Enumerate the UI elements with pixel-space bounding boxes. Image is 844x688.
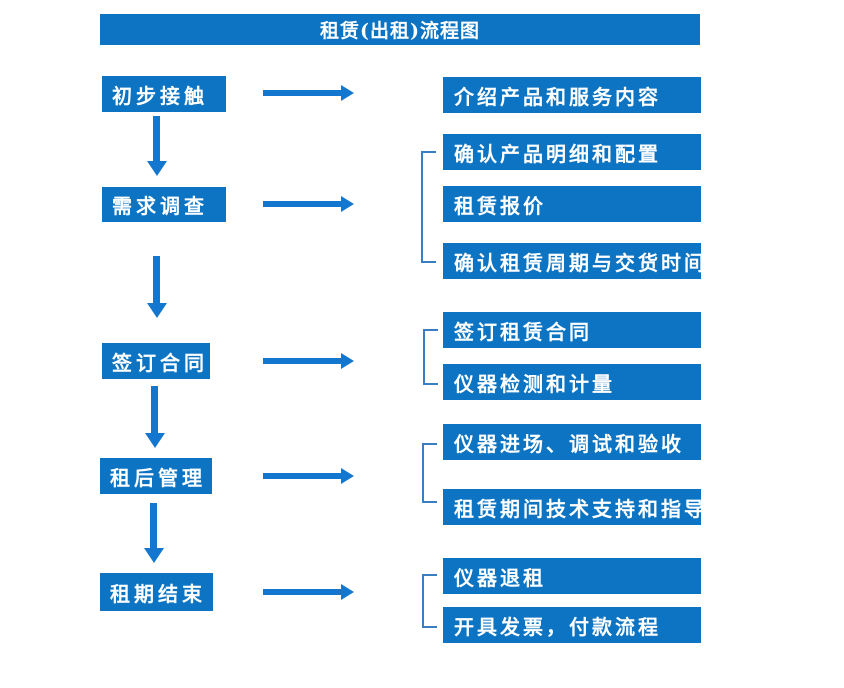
arrow-shaft: [153, 256, 160, 304]
detail-box-instrument-testing: 仪器检测和计量: [443, 364, 701, 400]
arrow-shaft: [151, 386, 158, 434]
arrow-head: [341, 85, 354, 101]
bracket-arm: [421, 261, 436, 263]
right-arrow-icon: [263, 468, 354, 484]
arrow-head: [341, 196, 354, 212]
arrow-shaft: [263, 90, 341, 96]
down-arrow-icon: [145, 386, 165, 448]
right-arrow-icon: [263, 196, 354, 212]
bracket-connector: [422, 574, 437, 628]
down-arrow-icon: [147, 116, 167, 176]
bracket-arm: [422, 626, 437, 628]
arrow-head: [341, 468, 354, 484]
arrow-shaft: [263, 201, 341, 207]
detail-box-tech-support: 租赁期间技术支持和指导: [443, 489, 704, 525]
arrow-shaft: [263, 473, 341, 479]
arrow-shaft: [150, 503, 157, 549]
arrow-shaft: [153, 116, 160, 162]
detail-box-confirm-period: 确认租赁周期与交货时间: [443, 243, 704, 279]
detail-box-instrument-setup: 仪器进场、调试和验收: [443, 424, 701, 460]
bracket-connector: [421, 151, 436, 263]
flowchart-title: 租赁(出租)流程图: [100, 14, 700, 45]
bracket-arm: [422, 574, 437, 576]
right-arrow-icon: [263, 85, 354, 101]
bracket-arm: [423, 383, 438, 385]
stage-box-sign-contract: 签订合同: [102, 343, 210, 379]
bracket-arm: [422, 501, 437, 503]
bracket-arm: [421, 151, 436, 153]
stage-box-rental-management: 租后管理: [100, 458, 212, 494]
arrow-head: [147, 303, 167, 318]
right-arrow-icon: [263, 584, 354, 600]
arrow-head: [341, 353, 354, 369]
down-arrow-icon: [147, 256, 167, 318]
arrow-shaft: [263, 358, 341, 364]
detail-box-rental-quote: 租赁报价: [443, 186, 701, 222]
detail-box-invoice-payment: 开具发票，付款流程: [443, 607, 701, 643]
arrow-head: [147, 161, 167, 176]
arrow-head: [145, 433, 165, 448]
stage-box-needs-survey: 需求调查: [102, 187, 226, 222]
arrow-head: [144, 548, 164, 563]
down-arrow-icon: [144, 503, 164, 563]
detail-box-sign-rental-contract: 签订租赁合同: [443, 312, 701, 348]
right-arrow-icon: [263, 353, 354, 369]
bracket-arm: [423, 329, 438, 331]
detail-box-introduce-products: 介绍产品和服务内容: [443, 77, 701, 113]
detail-box-confirm-config: 确认产品明细和配置: [443, 134, 701, 170]
bracket-arm: [422, 443, 437, 445]
bracket-connector: [423, 329, 438, 385]
bracket-connector: [422, 443, 437, 503]
stage-box-rental-end: 租期结束: [100, 573, 213, 611]
stage-box-initial-contact: 初步接触: [102, 76, 226, 112]
detail-box-instrument-return: 仪器退租: [443, 558, 701, 594]
arrow-head: [341, 584, 354, 600]
arrow-shaft: [263, 589, 341, 595]
